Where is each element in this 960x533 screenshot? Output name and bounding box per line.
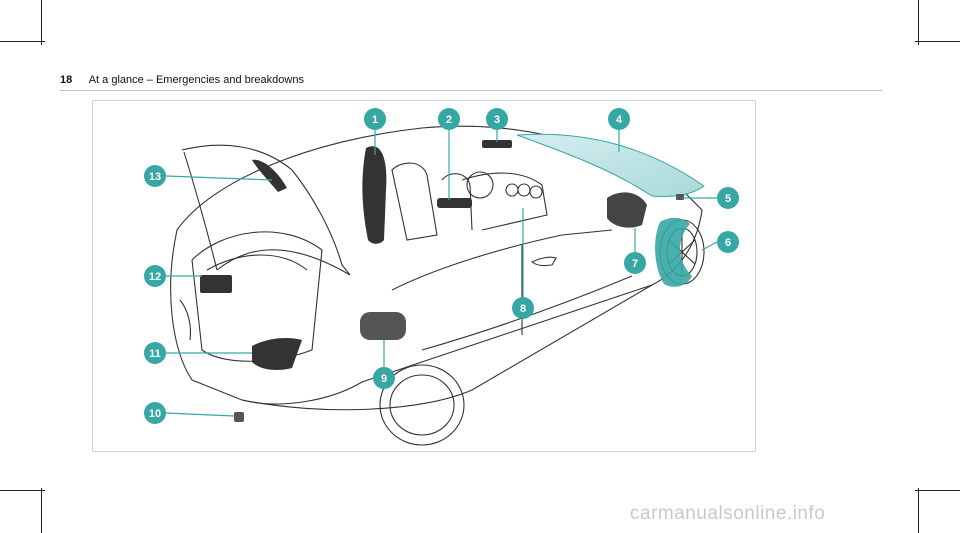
crop-mark xyxy=(918,488,919,533)
page-header: 18 At a glance – Emergencies and breakdo… xyxy=(60,74,304,86)
tow-hook-highlight xyxy=(234,412,244,422)
car-body xyxy=(170,125,705,446)
car-overview-illustration: 1 2 3 4 5 6 7 8 9 10 11 12 13 xyxy=(144,108,739,446)
callout-3: 3 xyxy=(486,108,508,130)
callout-5: 5 xyxy=(717,187,739,209)
callout-4: 4 xyxy=(608,108,630,130)
trunk-lid-highlight xyxy=(252,159,287,192)
svg-text:13: 13 xyxy=(149,171,161,183)
svg-text:4: 4 xyxy=(616,114,623,126)
page-number: 18 xyxy=(60,74,73,86)
callouts: 1 2 3 4 5 6 7 8 9 10 11 12 13 xyxy=(144,108,739,424)
spare-wheel-highlight xyxy=(252,338,302,370)
page-title: At a glance – Emergencies and breakdowns xyxy=(88,74,304,86)
callout-8: 8 xyxy=(512,297,534,319)
fuel-flap-highlight xyxy=(360,312,406,340)
toolkit-highlight xyxy=(200,275,232,293)
svg-text:5: 5 xyxy=(725,193,731,205)
svg-text:9: 9 xyxy=(381,373,387,385)
crop-mark xyxy=(41,488,42,533)
callout-10: 10 xyxy=(144,402,166,424)
svg-text:6: 6 xyxy=(725,237,731,249)
svg-text:8: 8 xyxy=(520,303,526,315)
leader-lines xyxy=(165,130,718,417)
callout-6: 6 xyxy=(717,231,739,253)
callout-12: 12 xyxy=(144,265,166,287)
crop-mark xyxy=(41,0,42,45)
b-pillar-highlight xyxy=(362,146,387,244)
svg-text:2: 2 xyxy=(446,114,452,126)
header-rule xyxy=(60,90,882,91)
callout-2: 2 xyxy=(438,108,460,130)
windshield-highlight xyxy=(516,133,705,198)
callout-7: 7 xyxy=(624,252,646,274)
roof-module-highlight xyxy=(482,140,512,148)
svg-text:11: 11 xyxy=(149,348,161,360)
callout-9: 9 xyxy=(373,367,395,389)
watermark: carmanualsonline.info xyxy=(630,503,826,524)
tyre-highlight xyxy=(655,217,692,287)
crop-mark xyxy=(918,0,919,45)
svg-text:7: 7 xyxy=(632,258,638,270)
svg-text:12: 12 xyxy=(149,271,161,283)
callout-1: 1 xyxy=(364,108,386,130)
callout-13: 13 xyxy=(144,165,166,187)
crop-mark xyxy=(0,490,45,491)
crop-mark xyxy=(915,41,960,42)
callout-11: 11 xyxy=(144,342,166,364)
svg-text:10: 10 xyxy=(149,408,161,420)
crop-mark xyxy=(0,41,45,42)
svg-text:1: 1 xyxy=(372,114,378,126)
svg-text:3: 3 xyxy=(494,114,500,126)
front-tow-highlight xyxy=(676,194,684,200)
highlighted-components xyxy=(200,133,705,422)
engine-highlight xyxy=(607,192,647,228)
console-highlight xyxy=(437,198,472,208)
crop-mark xyxy=(915,490,960,491)
